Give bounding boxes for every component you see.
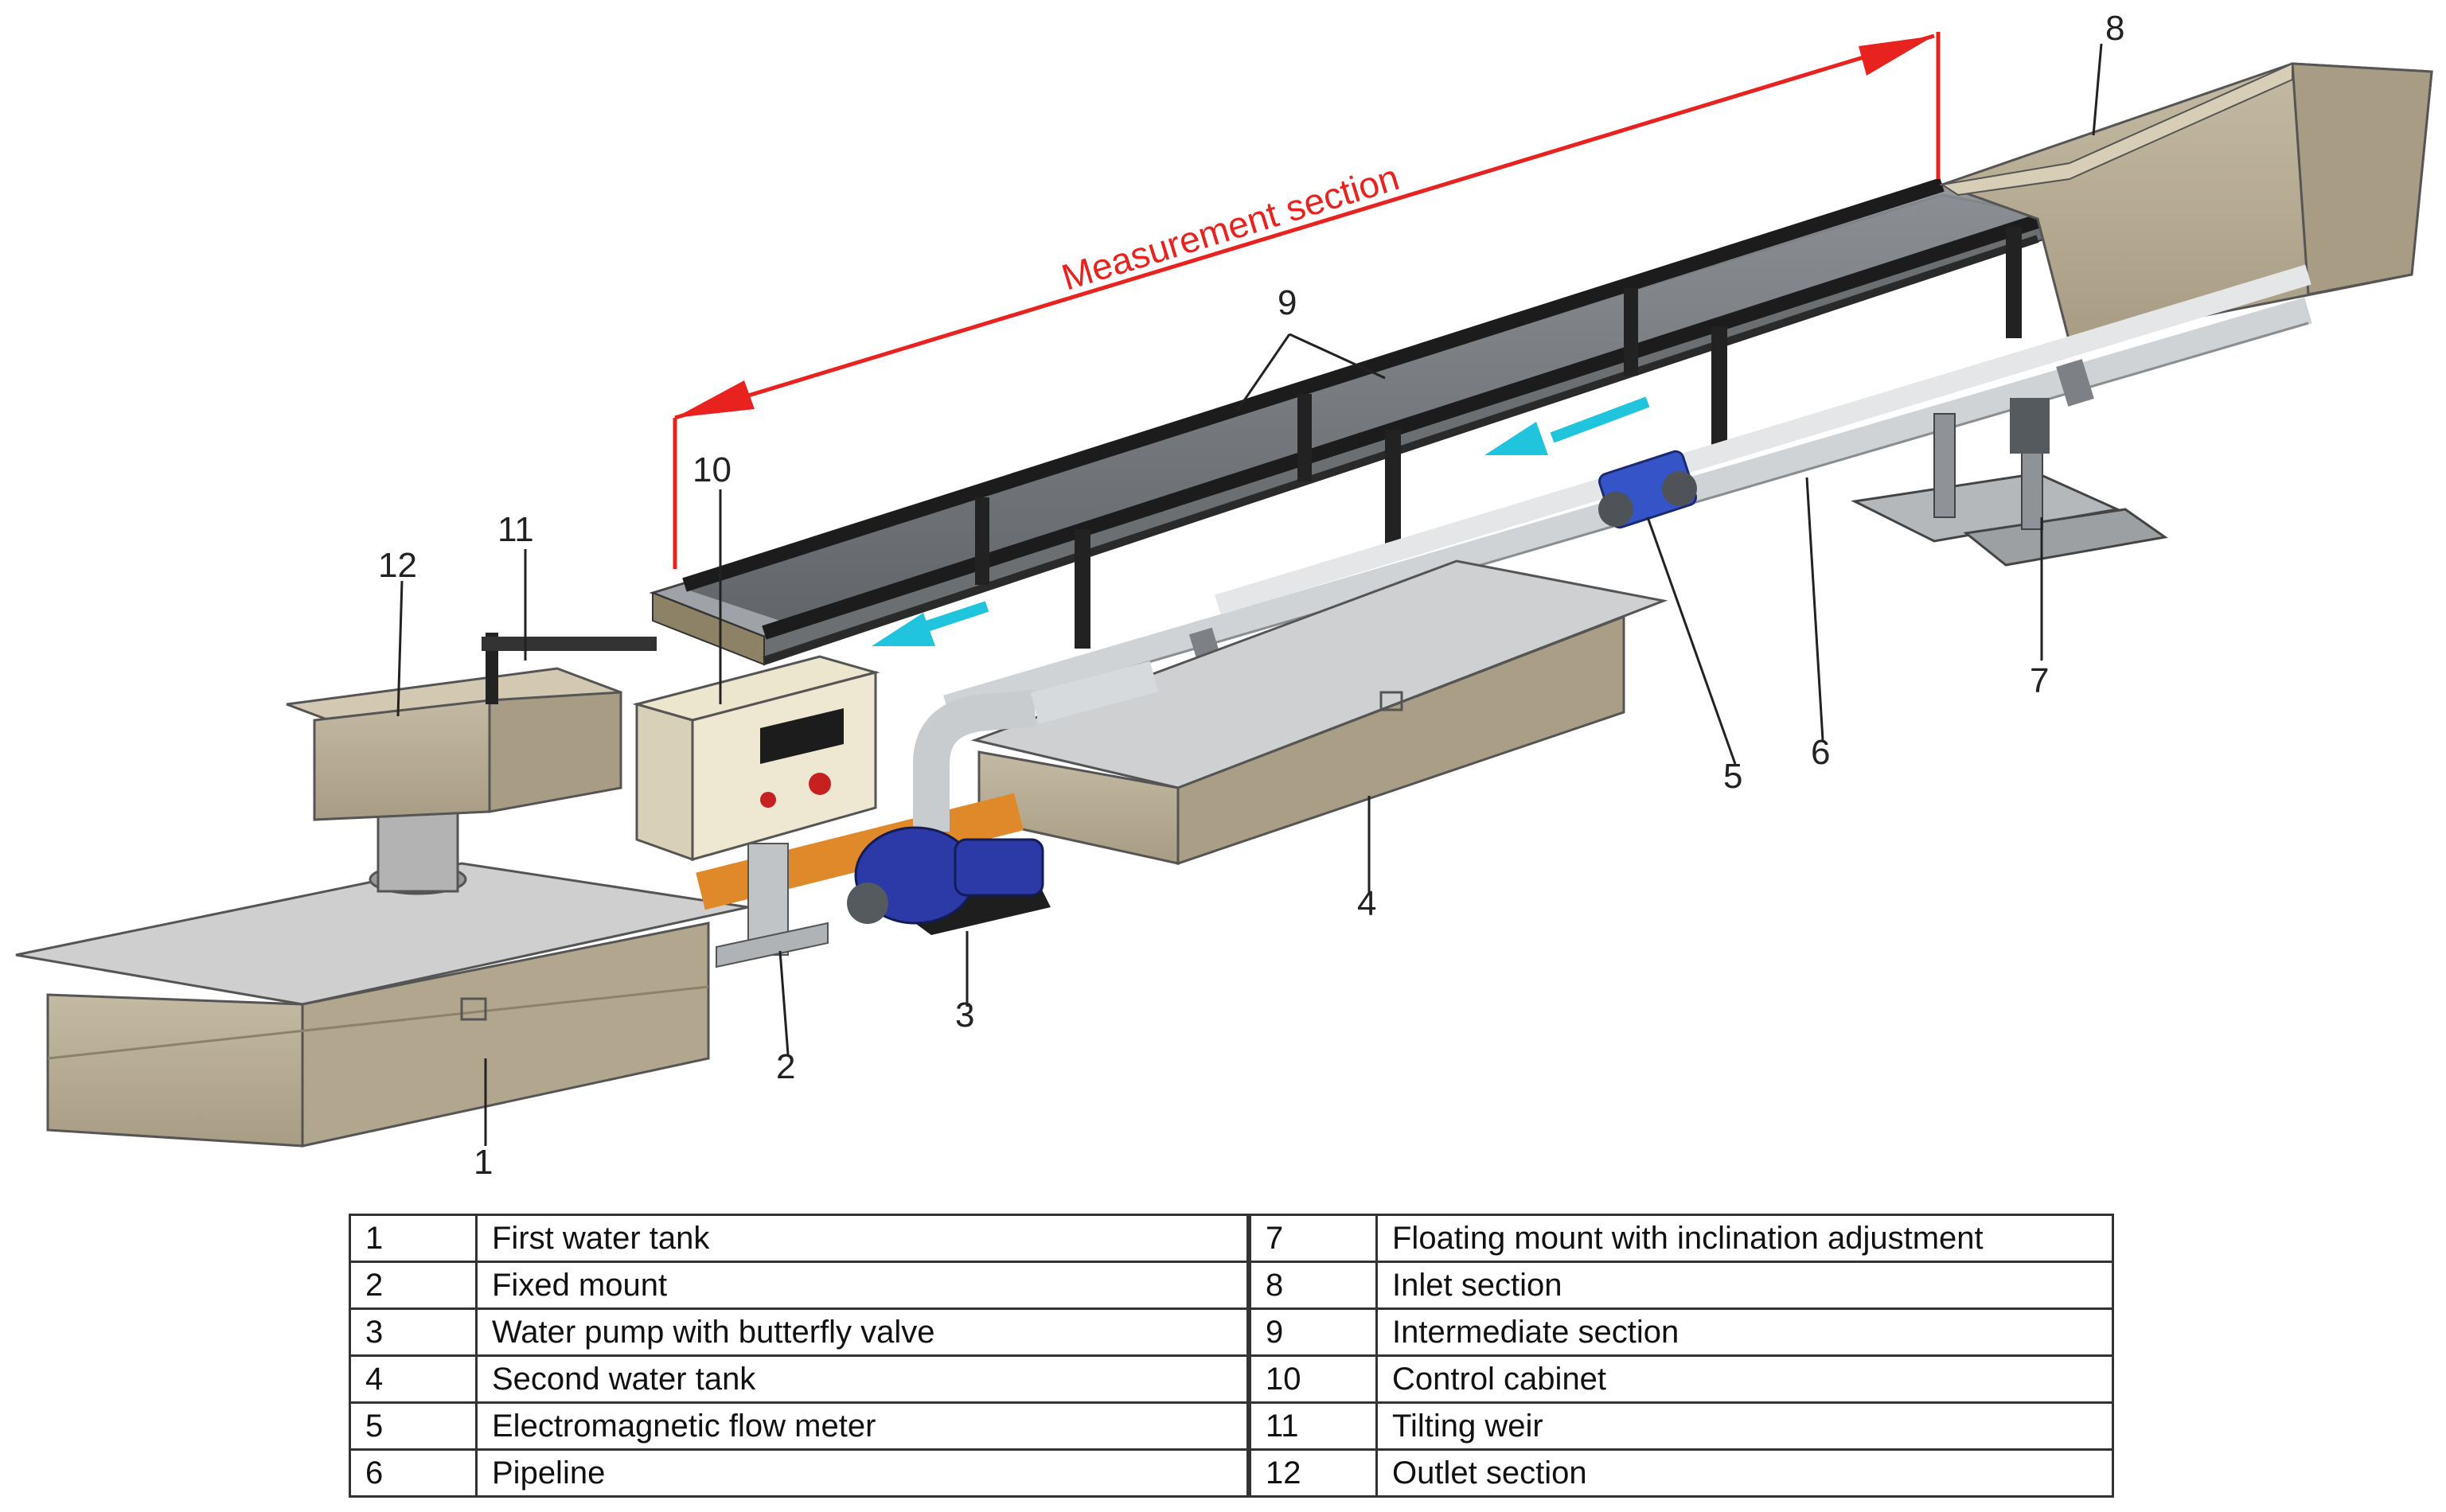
callout-8: 8 xyxy=(2105,9,2124,48)
callout-6: 6 xyxy=(1811,733,1830,772)
legend-number: 3 xyxy=(349,1307,478,1357)
legend-number: 9 xyxy=(1247,1307,1378,1357)
callout-10: 10 xyxy=(692,450,731,489)
legend-row: 5 Electromagnetic flow meter 11 Tilting … xyxy=(349,1401,2114,1451)
legend-row: 3 Water pump with butterfly valve 9 Inte… xyxy=(349,1307,2114,1357)
measurement-section-label: Measurement section xyxy=(1057,156,1404,298)
callout-5: 5 xyxy=(1723,757,1742,796)
legend-label: Control cabinet xyxy=(1375,1354,2114,1404)
callout-7: 7 xyxy=(2030,661,2049,700)
legend-label: Inlet section xyxy=(1375,1261,2114,1310)
callout-11: 11 xyxy=(497,510,534,549)
legend-label: Water pump with butterfly valve xyxy=(475,1307,1251,1357)
legend-number: 4 xyxy=(349,1354,478,1404)
legend-label: Fixed mount xyxy=(475,1261,1251,1310)
legend-label: Second water tank xyxy=(475,1354,1251,1404)
pump-assembly xyxy=(696,661,1159,968)
leader-lines xyxy=(396,43,2103,1146)
legend-label: First water tank xyxy=(475,1214,1251,1263)
callout-2: 2 xyxy=(776,1047,795,1086)
legend-label: Intermediate section xyxy=(1375,1307,2114,1357)
legend-number: 1 xyxy=(349,1214,478,1263)
control-cabinet xyxy=(632,655,880,862)
legend-label: Electromagnetic flow meter xyxy=(475,1401,1251,1451)
channel xyxy=(649,177,2050,666)
legend-label: Floating mount with inclination adjustme… xyxy=(1375,1214,2114,1263)
legend-number: 10 xyxy=(1247,1354,1378,1404)
legend-number: 7 xyxy=(1247,1214,1378,1263)
outlet-section xyxy=(286,633,657,893)
component-legend-table: 1 First water tank 7 Floating mount with… xyxy=(349,1214,2114,1498)
callout-12: 12 xyxy=(378,546,417,585)
legend-number: 5 xyxy=(349,1401,478,1451)
callout-1: 1 xyxy=(474,1143,493,1182)
callout-numbers: 9 10 11 12 8 7 6 5 4 3 2 1 xyxy=(378,9,2124,1182)
legend-number: 11 xyxy=(1247,1401,1378,1451)
second-water-tank xyxy=(970,559,1668,866)
legend-row: 1 First water tank 7 Floating mount with… xyxy=(349,1214,2114,1263)
legend-number: 12 xyxy=(1247,1448,1378,1498)
callout-3: 3 xyxy=(955,996,974,1035)
legend-row: 2 Fixed mount 8 Inlet section xyxy=(349,1261,2114,1310)
legend-number: 6 xyxy=(349,1448,478,1498)
first-water-tank xyxy=(15,862,749,1148)
callout-4: 4 xyxy=(1357,884,1376,923)
inlet-section xyxy=(1938,62,2433,344)
legend-number: 2 xyxy=(349,1261,478,1310)
floating-mount xyxy=(1851,398,2168,567)
legend-label: Outlet section xyxy=(1375,1448,2114,1498)
legend-row: 6 Pipeline 12 Outlet section xyxy=(349,1448,2114,1498)
legend-label: Tilting weir xyxy=(1375,1401,2114,1451)
callout-9: 9 xyxy=(1278,283,1297,322)
legend-number: 8 xyxy=(1247,1261,1378,1310)
legend-label: Pipeline xyxy=(475,1448,1251,1498)
flow-arrows xyxy=(872,396,1650,646)
legend-row: 4 Second water tank 10 Control cabinet xyxy=(349,1354,2114,1404)
flow-meter xyxy=(1598,450,1698,529)
